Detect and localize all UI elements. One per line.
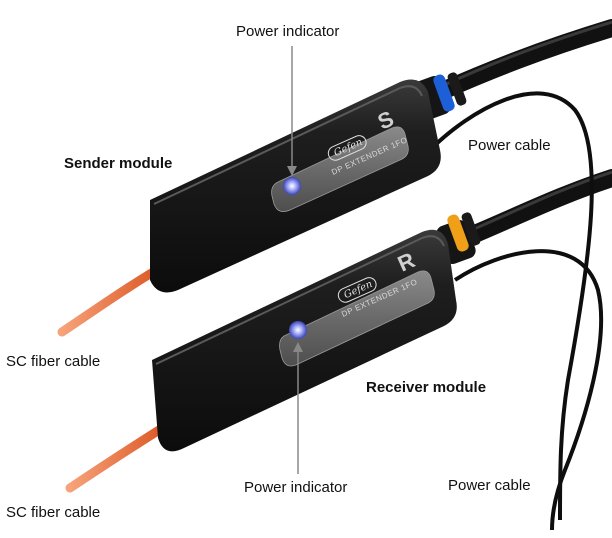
label-sc-fiber-cable-top: SC fiber cable	[6, 353, 100, 370]
label-power-indicator-bottom: Power indicator	[244, 479, 347, 496]
sender-power-led	[283, 177, 301, 195]
sender-module: Gefen DP EXTENDER 1FO S	[150, 72, 467, 293]
label-receiver-module: Receiver module	[366, 379, 486, 396]
receiver-main-cable	[461, 169, 612, 245]
receiver-power-cable	[453, 249, 604, 531]
receiver-module: Gefen DP EXTENDER 1FO R	[152, 212, 481, 452]
pointer-arrow-bottom	[293, 342, 303, 352]
label-sc-fiber-cable-bottom: SC fiber cable	[6, 504, 100, 521]
sender-main-cable	[431, 19, 612, 101]
receiver-orange-ring	[447, 214, 469, 252]
sender-label-plate	[271, 126, 409, 212]
receiver-logo-badge	[337, 277, 377, 303]
receiver-label-plate	[279, 270, 435, 367]
sender-blue-ring	[433, 74, 455, 112]
label-power-cable-bottom: Power cable	[448, 477, 531, 494]
label-power-indicator-top: Power indicator	[236, 23, 339, 40]
sender-logo-badge	[327, 135, 367, 161]
pointer-arrow-top	[287, 166, 297, 176]
label-sender-module: Sender module	[64, 155, 172, 172]
receiver-power-led	[289, 321, 307, 339]
sender-power-cable	[428, 91, 594, 521]
label-power-cable-top: Power cable	[468, 137, 551, 154]
